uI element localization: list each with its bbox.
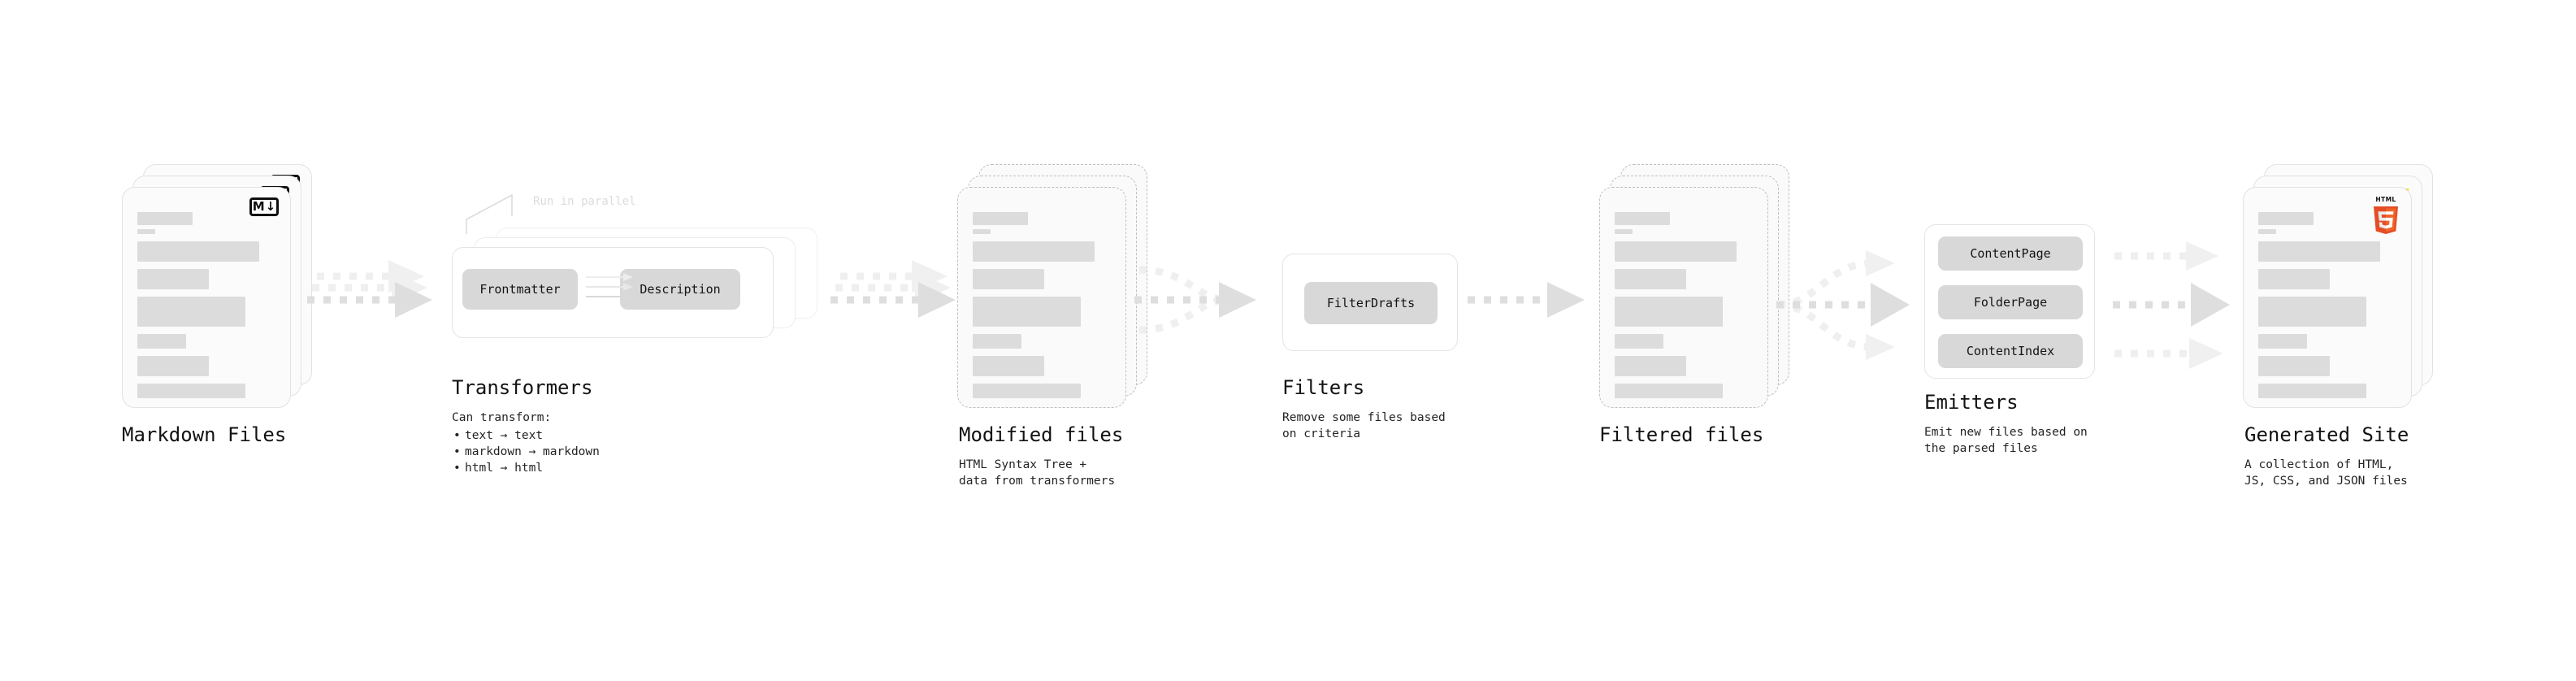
- conn-modified-to-filters: [1134, 258, 1273, 348]
- emitter-pill-contentindex[interactable]: ContentIndex: [1938, 334, 2083, 368]
- conn-markdown-to-transformers: [307, 258, 437, 348]
- html5-badge-icon: HTML: [2369, 194, 2403, 234]
- list-item: html → html: [453, 460, 600, 476]
- skeleton-bar: [1615, 297, 1723, 327]
- skeleton-bar: [973, 297, 1081, 327]
- skeleton-bar: [1615, 241, 1737, 262]
- skeleton-bar: [2258, 384, 2366, 398]
- caption-transformers: Transformers Can transform: text → text …: [452, 375, 600, 476]
- caption-filters: Filters Remove some files based on crite…: [1282, 375, 1446, 442]
- stage-modified-files: [957, 164, 1152, 408]
- skeleton-bar: [137, 356, 210, 376]
- caption-markdown-files: Markdown Files: [122, 423, 286, 447]
- transformer-pill-description[interactable]: Description: [620, 269, 740, 310]
- skeleton-bar: [137, 241, 259, 262]
- skeleton-bar: [2258, 241, 2380, 262]
- stage-description: HTML Syntax Tree + data from transformer…: [959, 458, 1116, 488]
- filter-pill-filterdrafts[interactable]: FilterDrafts: [1304, 282, 1438, 324]
- stage-markdown-files: M↓ M↓ M↓: [122, 164, 317, 408]
- conn-transformers-to-modified: [830, 258, 969, 348]
- caption-generated-site: Generated Site A collection of HTML, JS,…: [2244, 423, 2409, 489]
- markdown-badge-icon: M↓: [248, 196, 280, 217]
- filtered-card-front: [1599, 187, 1768, 408]
- skeleton-bar: [137, 384, 245, 398]
- skeleton-bar: [137, 269, 210, 289]
- skeleton-bar: [973, 269, 1045, 289]
- card-skeleton-body: [137, 212, 275, 398]
- emitter-pill-contentpage[interactable]: ContentPage: [1938, 236, 2083, 271]
- stage-description: Remove some files based on criteria: [1282, 411, 1446, 440]
- skeleton-bar: [1615, 384, 1723, 398]
- skeleton-bar: [973, 241, 1095, 262]
- stage-title: Markdown Files: [122, 423, 287, 446]
- skeleton-bar: [973, 334, 1021, 349]
- skeleton-bar: [2258, 212, 2314, 225]
- skeleton-bar: [137, 212, 193, 225]
- transformer-group-front: Frontmatter Description: [452, 247, 774, 338]
- stage-title: Filtered files: [1599, 423, 1764, 446]
- skeleton-bar: [973, 212, 1028, 225]
- stage-description: A collection of HTML, JS, CSS, and JSON …: [2244, 458, 2408, 488]
- markdown-card-front: M↓: [122, 187, 291, 408]
- caption-modified-files: Modified files HTML Syntax Tree + data f…: [959, 423, 1123, 489]
- stage-emitters: ContentPage FolderPage ContentIndex: [1924, 224, 2095, 379]
- skeleton-bar: [1615, 269, 1687, 289]
- html5-badge-label: HTML: [2375, 196, 2396, 203]
- skeleton-bar: [2258, 297, 2366, 327]
- skeleton-bar: [2258, 356, 2331, 376]
- transform-capability-list: text → text markdown → markdown html → h…: [452, 427, 600, 476]
- stage-description: Emit new files based on the parsed files: [1924, 426, 2088, 455]
- card-skeleton-body: [973, 212, 1111, 398]
- stage-filters: FilterDrafts: [1282, 254, 1458, 351]
- skeleton-bar: [2258, 269, 2331, 289]
- site-card-front: HTML: [2243, 187, 2412, 408]
- conn-filters-to-filtered: [1468, 258, 1598, 348]
- list-item: markdown → markdown: [453, 444, 600, 460]
- skeleton-bar: [137, 297, 245, 327]
- skeleton-bar: [2258, 334, 2307, 349]
- stage-title: Transformers: [452, 376, 593, 399]
- stage-title: Modified files: [959, 423, 1124, 446]
- skeleton-bar: [137, 334, 186, 349]
- stage-title: Emitters: [1924, 391, 2019, 414]
- caption-filtered-files: Filtered files: [1599, 423, 1763, 447]
- skeleton-bar: [1615, 229, 1633, 234]
- skeleton-bar: [1615, 356, 1687, 376]
- caption-emitters: Emitters Emit new files based on the par…: [1924, 390, 2088, 457]
- emitter-pill-folderpage[interactable]: FolderPage: [1938, 285, 2083, 319]
- stage-title: Generated Site: [2244, 423, 2409, 446]
- skeleton-bar: [973, 229, 991, 234]
- modified-card-front: [957, 187, 1126, 408]
- stage-generated-site: CSS HTML: [2243, 164, 2438, 408]
- conn-emitters-to-site: [2113, 228, 2275, 382]
- parallel-annotation: Run in parallel: [533, 195, 636, 208]
- list-item: text → text: [453, 427, 600, 444]
- skeleton-bar: [973, 356, 1045, 376]
- skeleton-bar: [137, 229, 156, 234]
- stage-filtered-files: [1599, 164, 1794, 408]
- conn-filtered-to-emitters: [1776, 228, 1923, 382]
- card-skeleton-body: [1615, 212, 1753, 398]
- skeleton-bar: [973, 384, 1081, 398]
- stage-description: Can transform:: [452, 411, 552, 424]
- skeleton-bar: [1615, 334, 1663, 349]
- skeleton-bar: [1615, 212, 1670, 225]
- card-skeleton-body: [2258, 212, 2396, 398]
- transformer-pill-frontmatter[interactable]: Frontmatter: [462, 269, 578, 310]
- skeleton-bar: [2258, 229, 2277, 234]
- stage-title: Filters: [1282, 376, 1365, 399]
